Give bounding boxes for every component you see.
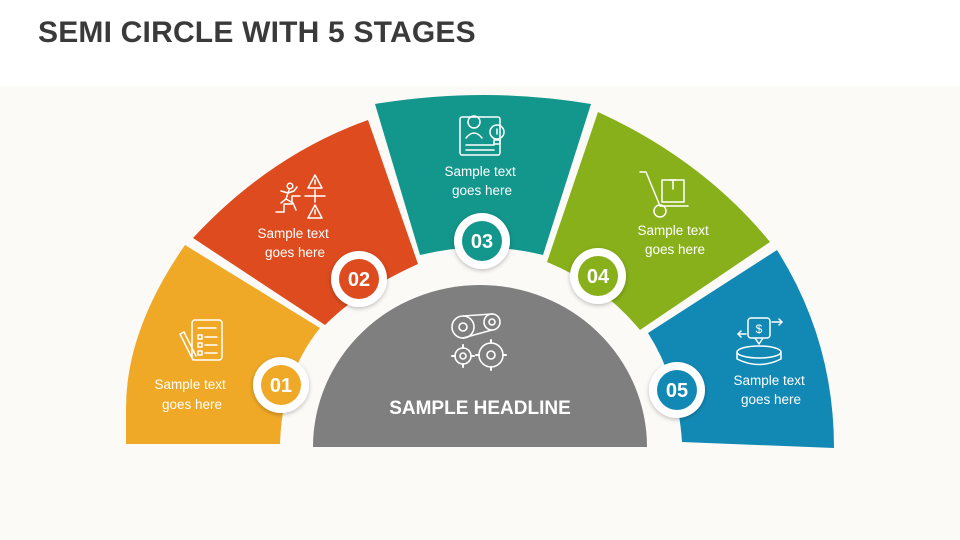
stage-4-text-line2: goes here — [645, 242, 705, 257]
stage-3-number: 03 — [471, 231, 493, 253]
hand-truck-box-icon — [639, 171, 689, 218]
stage-3-text-line1: Sample text — [444, 164, 516, 179]
money-transfer-coin-icon: $ — [736, 317, 783, 366]
stage-4-text: Sample text goes here — [637, 223, 712, 257]
stage-5-number: 05 — [666, 380, 688, 402]
stage-5-badge: 05 — [649, 362, 705, 418]
stage-2-text-line2: goes here — [265, 245, 325, 260]
stage-1-badge: 01 — [253, 357, 309, 413]
stage-1-number: 01 — [270, 375, 292, 397]
center-semicircle — [313, 285, 647, 447]
page-title: SEMI CIRCLE WITH 5 STAGES — [38, 16, 476, 49]
stage-2-text: Sample text goes here — [257, 226, 332, 260]
gears-belt-icon — [451, 313, 507, 371]
stage-3-text-line2: goes here — [452, 183, 512, 198]
stage-1-text: Sample text goes here — [154, 377, 229, 412]
stage-2-badge: 02 — [331, 251, 387, 307]
stage-1-text-line2: goes here — [162, 397, 222, 412]
stage-5-text-line2: goes here — [741, 392, 801, 407]
presenter-idea-icon — [459, 115, 505, 156]
stage-2-text-line1: Sample text — [257, 226, 329, 241]
stage-3-text: Sample text goes here — [444, 164, 519, 198]
stage-2-number: 02 — [348, 269, 370, 291]
stage-5-text: Sample text goes here — [733, 373, 808, 407]
runner-warning-icon — [275, 174, 326, 219]
stage-4-text-line1: Sample text — [637, 223, 709, 238]
stage-1-text-line1: Sample text — [154, 377, 226, 392]
svg-text:$: $ — [756, 322, 763, 336]
checklist-pencil-icon — [179, 319, 223, 361]
stage-5-text-line1: Sample text — [733, 373, 805, 388]
stage-4-badge: 04 — [570, 248, 626, 304]
center-headline: SAMPLE HEADLINE — [389, 398, 571, 419]
stage-4-number: 04 — [587, 266, 610, 288]
stage-3-segment — [375, 95, 591, 255]
stage-3-badge: 03 — [454, 213, 510, 269]
